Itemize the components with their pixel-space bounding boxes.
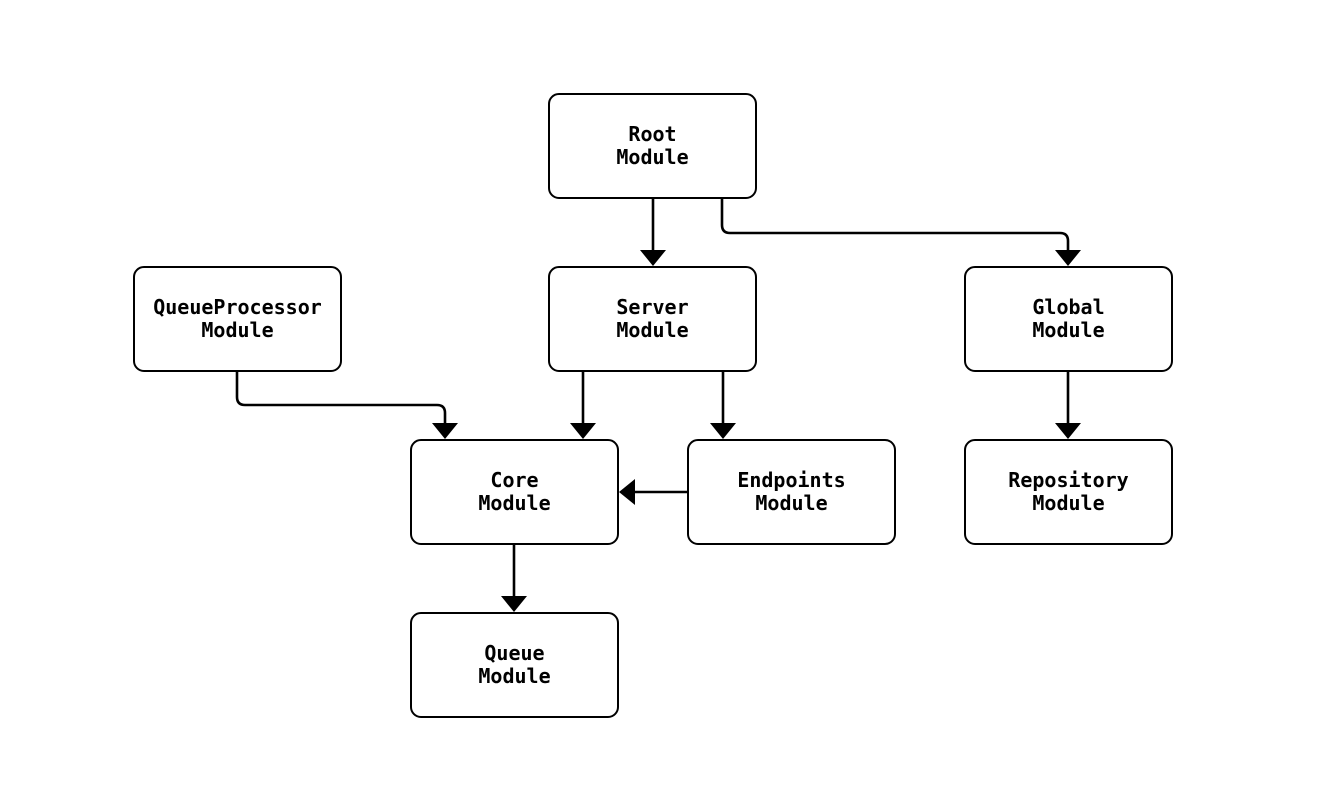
node-root-module: Root Module [548, 93, 757, 199]
node-repository-module-label: Repository Module [1008, 468, 1129, 515]
node-queueprocessor-module: QueueProcessor Module [133, 266, 342, 372]
edge-server-to-core [570, 372, 596, 439]
node-global-module: Global Module [964, 266, 1173, 372]
node-server-module-label: Server Module [616, 295, 689, 342]
node-global-module-label: Global Module [1032, 295, 1105, 342]
edge-root-to-global [720, 199, 1081, 266]
node-queue-module-label: Queue Module [478, 641, 551, 688]
node-queueprocessor-module-label: QueueProcessor Module [153, 295, 322, 342]
edge-endpoints-to-core [619, 479, 687, 505]
node-endpoints-module-label: Endpoints Module [737, 468, 846, 515]
edge-root-to-server [640, 199, 666, 266]
edge-global-to-repository [1055, 372, 1081, 439]
node-root-module-label: Root Module [616, 122, 689, 169]
node-core-module: Core Module [410, 439, 619, 545]
node-repository-module: Repository Module [964, 439, 1173, 545]
node-core-module-label: Core Module [478, 468, 551, 515]
node-server-module: Server Module [548, 266, 757, 372]
edge-server-to-endpoints [710, 372, 736, 439]
node-queue-module: Queue Module [410, 612, 619, 718]
node-endpoints-module: Endpoints Module [687, 439, 896, 545]
edge-queueprocessor-to-core [235, 372, 458, 439]
edge-core-to-queue [501, 545, 527, 612]
